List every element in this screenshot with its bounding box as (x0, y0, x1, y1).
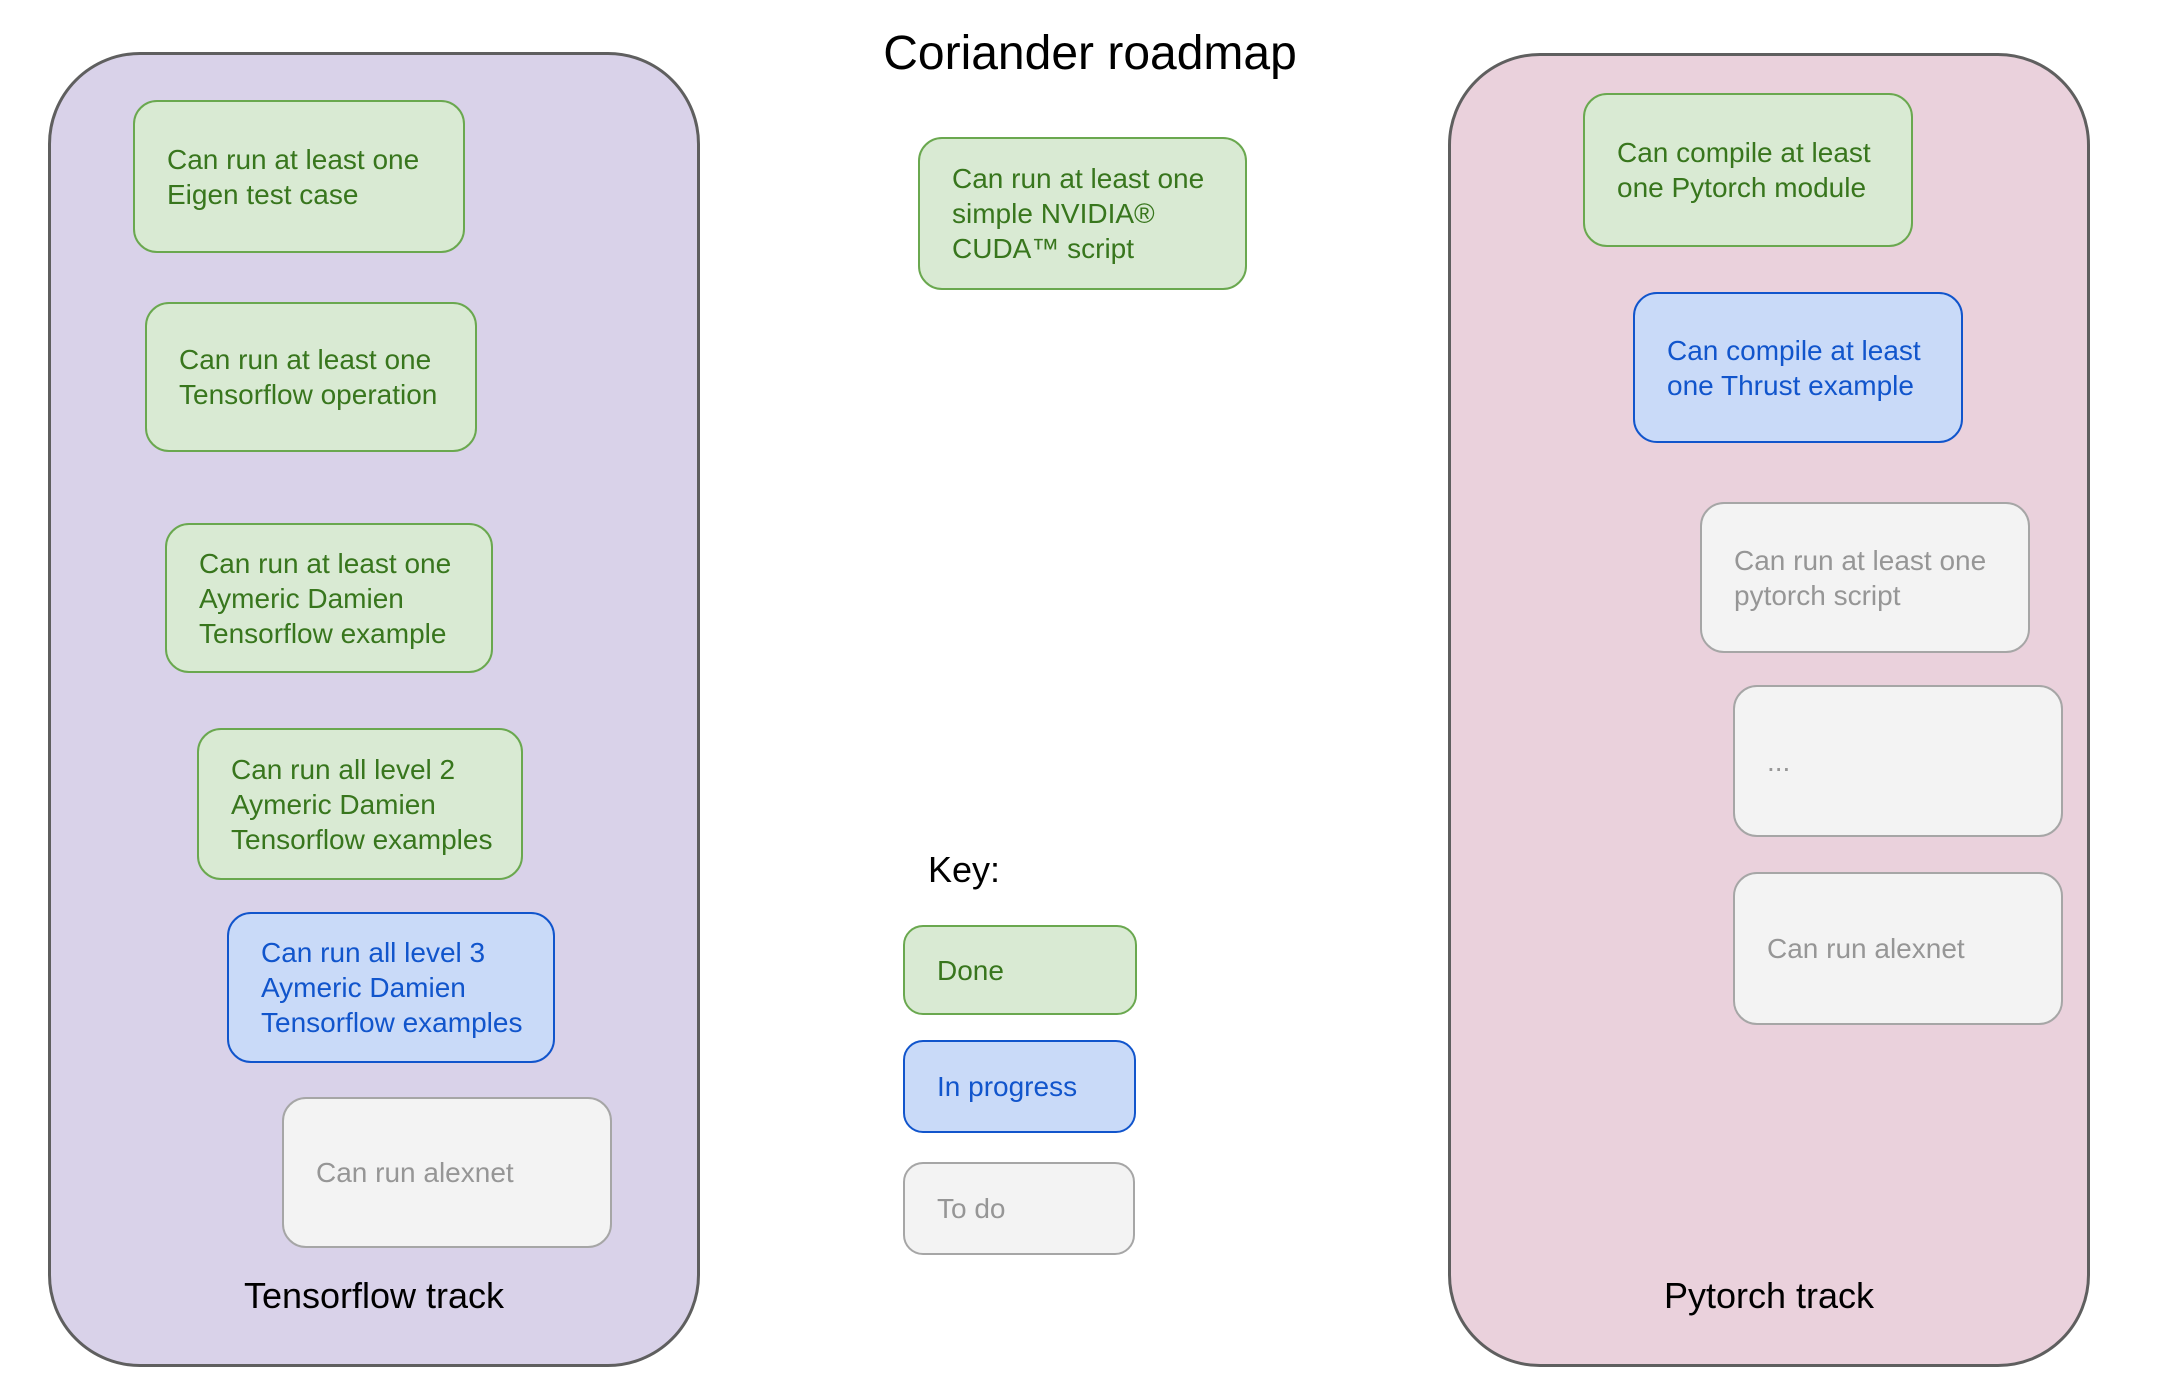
task-compile-thrust-example: Can compile at least one Thrust example (1633, 292, 1963, 443)
task-label: Can run alexnet (1767, 933, 1965, 964)
task-label: Can run at least one Aymeric Damien Tens… (199, 547, 452, 649)
task-ellipsis: ... (1733, 685, 2063, 837)
tensorflow-track-label: Tensorflow track (243, 1275, 505, 1316)
key-in-progress: In progress (903, 1040, 1136, 1133)
task-label: Can compile at least one Thrust example (1667, 334, 1921, 401)
key-in-progress-label: In progress (937, 1071, 1078, 1102)
task-compile-pytorch-module: Can compile at least one Pytorch module (1583, 93, 1913, 247)
task-label: Can run at least one pytorch script (1734, 544, 1987, 611)
diagram-title: Coriander roadmap (883, 27, 1297, 80)
key-todo: To do (903, 1162, 1135, 1255)
task-tensorflow-operation: Can run at least one Tensorflow operatio… (145, 302, 477, 452)
task-cuda-script: Can run at least one simple NVIDIA® CUDA… (918, 137, 1247, 290)
key-done: Done (903, 925, 1137, 1015)
task-level3-examples: Can run all level 3 Aymeric Damien Tenso… (227, 912, 555, 1063)
task-label: Can run alexnet (316, 1157, 514, 1188)
task-run-pytorch-script: Can run at least one pytorch script (1700, 502, 2030, 653)
task-label: Can run at least one simple NVIDIA® CUDA… (952, 163, 1205, 264)
task-aymeric-damien-example: Can run at least one Aymeric Damien Tens… (165, 523, 493, 673)
key-done-label: Done (937, 954, 1004, 986)
task-eigen-test-case: Can run at least one Eigen test case (133, 100, 465, 253)
key-label: Key: (928, 849, 1001, 890)
task-tensorflow-alexnet: Can run alexnet (282, 1097, 612, 1248)
task-label: Can run at least one Eigen test case (167, 143, 420, 210)
task-pytorch-alexnet: Can run alexnet (1733, 872, 2063, 1025)
task-level2-examples: Can run all level 2 Aymeric Damien Tenso… (197, 728, 523, 880)
task-label: Can run all level 2 Aymeric Damien Tenso… (231, 753, 493, 855)
task-label: ... (1767, 745, 1791, 777)
pytorch-track-label: Pytorch track (1663, 1275, 1875, 1316)
task-label: Can run all level 3 Aymeric Damien Tenso… (261, 937, 523, 1038)
task-label: Can run at least one Tensorflow operatio… (179, 344, 438, 410)
key-todo-label: To do (937, 1193, 1006, 1224)
task-label: Can compile at least one Pytorch module (1617, 137, 1871, 203)
